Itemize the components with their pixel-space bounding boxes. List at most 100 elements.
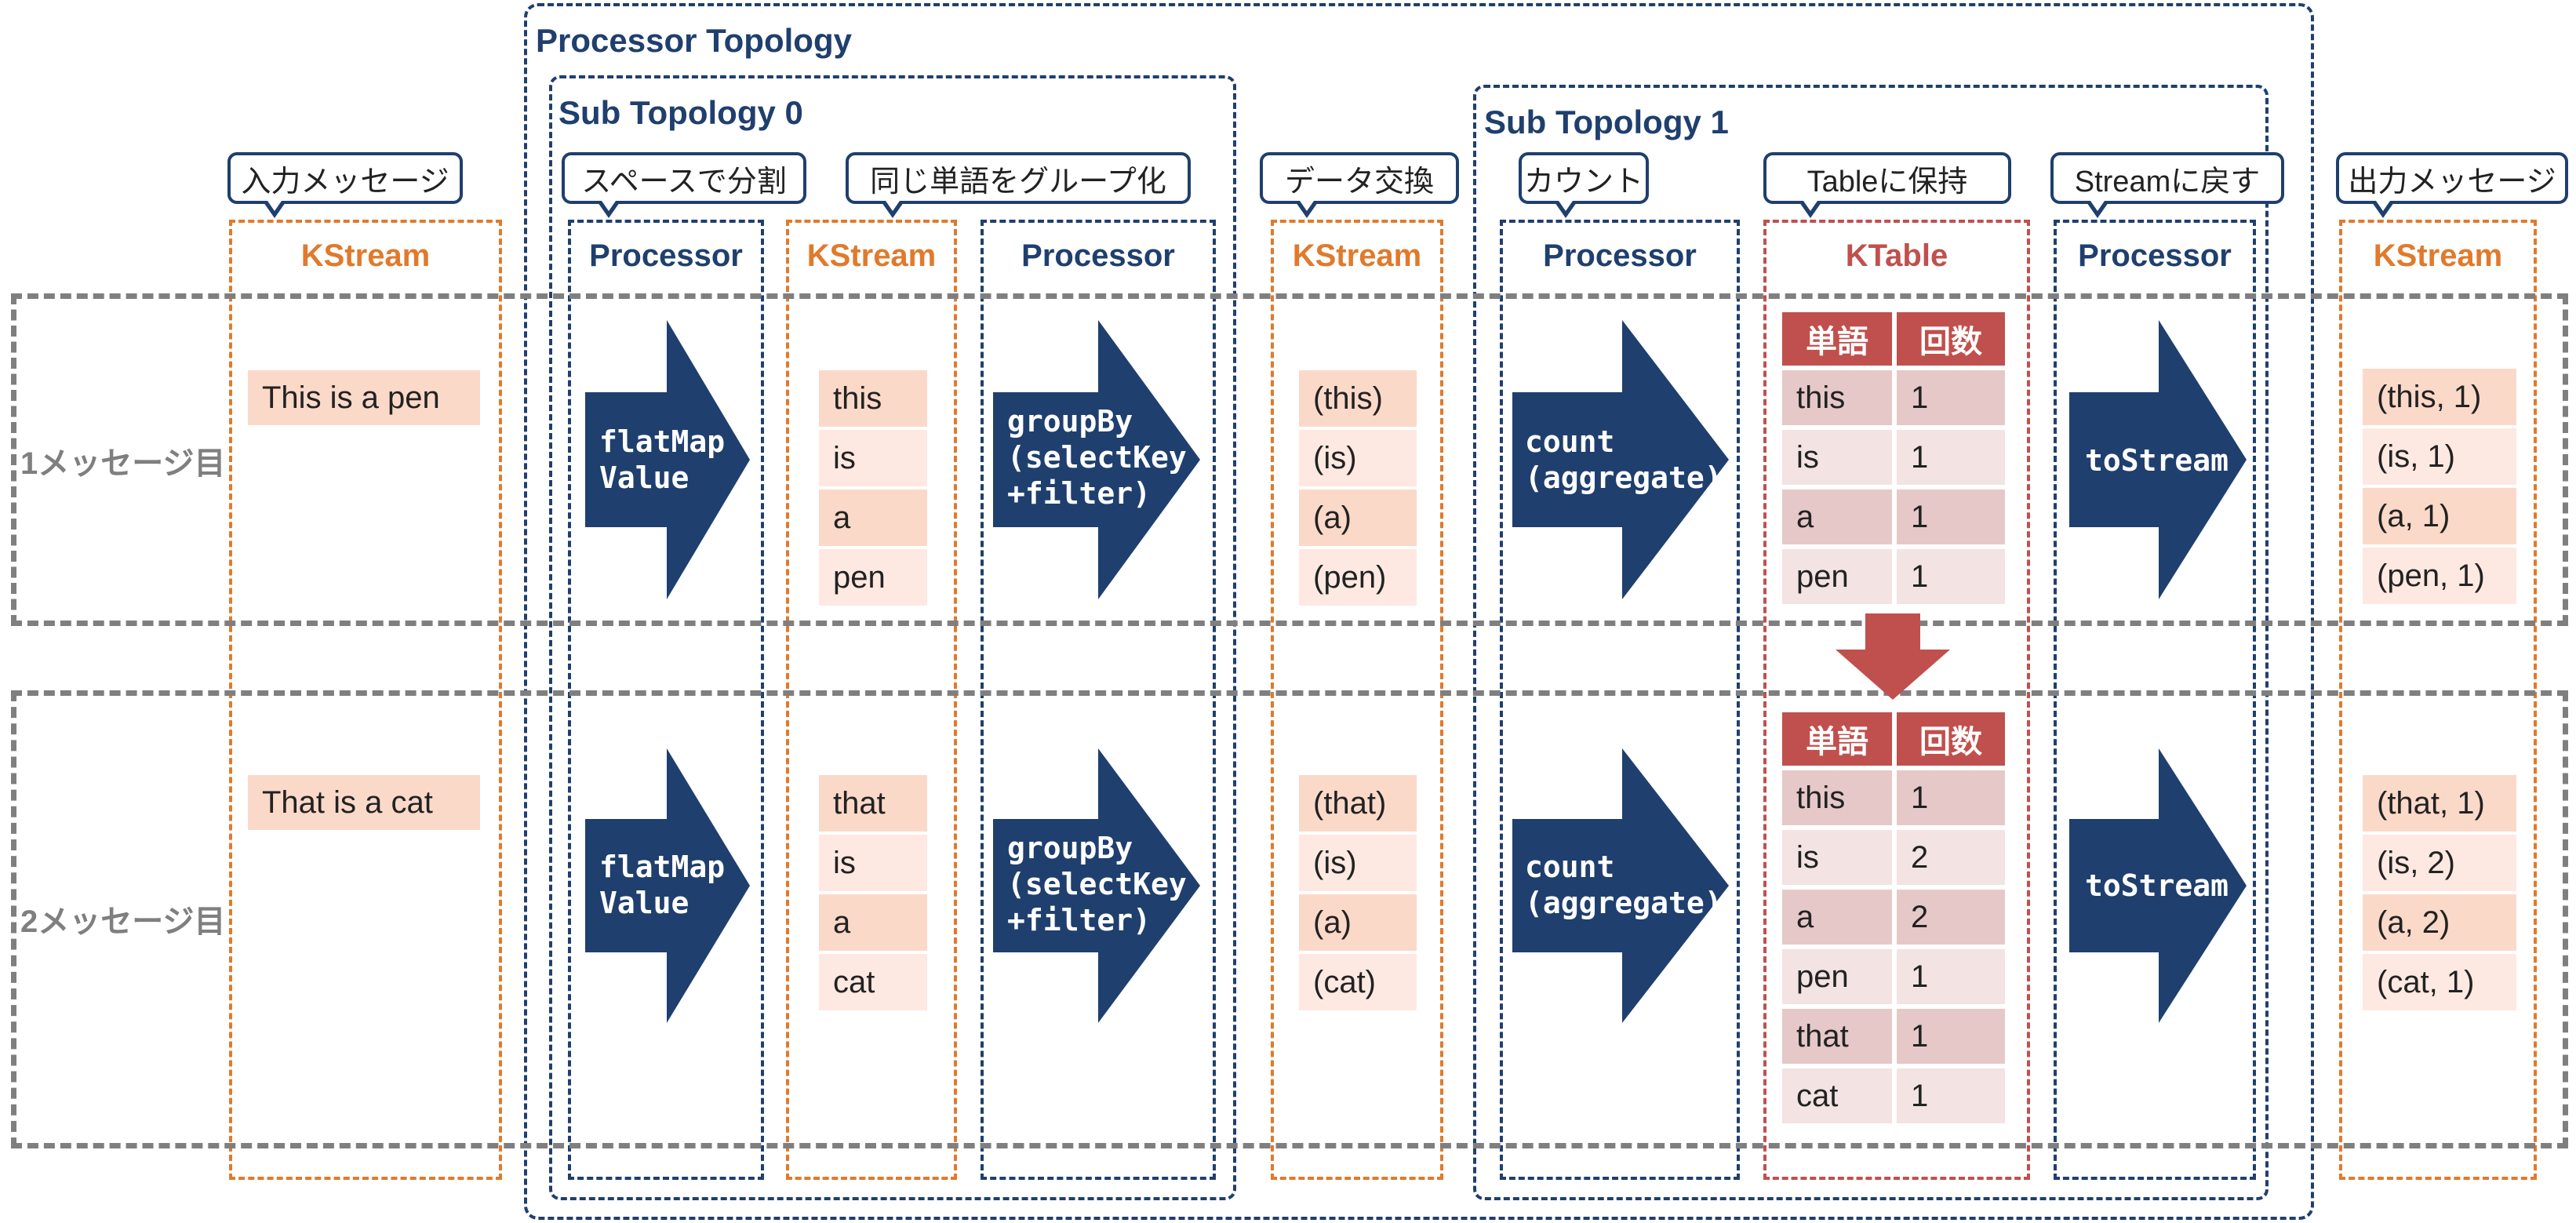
callout-count: カウント <box>1519 152 1649 218</box>
count-arrow-1 <box>1512 320 1729 599</box>
ktable-2-header-count: 回数 <box>1897 712 2005 766</box>
header-processor-flatmap: Processor <box>589 238 743 273</box>
count-label-2: count (aggregate) <box>1525 850 1723 920</box>
processor-topology-box <box>524 3 2314 1220</box>
tostream-arrow-2 <box>2069 748 2247 1023</box>
tostream-label-2: toStream <box>2085 868 2229 903</box>
ktable-2-r1-word: this <box>1782 770 1892 825</box>
output-2-1: (that, 1) <box>2363 775 2516 832</box>
message-1-label: 1メッセージ目 <box>20 446 226 481</box>
ktable-1-r3-word: a <box>1782 490 1892 544</box>
word-1-4: pen <box>819 549 927 606</box>
message-2-label: 2メッセージ目 <box>20 905 226 939</box>
callout-split-by-space: スペースで分割 <box>562 152 806 218</box>
ktable-column <box>1763 220 2030 1180</box>
groupby-arrow-1 <box>993 320 1200 599</box>
tostream-arrow-1 <box>2069 320 2247 599</box>
flatmap-processor-column <box>568 220 764 1180</box>
key-1-1: (this) <box>1299 370 1417 427</box>
word-1-2: is <box>819 430 927 486</box>
ktable-2-r2-word: is <box>1782 830 1892 885</box>
callout-data-exchange: データ交換 <box>1260 152 1459 218</box>
ktable-1-header-word: 単語 <box>1782 312 1892 366</box>
flatmap-label-2: flatMap Value <box>599 850 726 920</box>
header-processor-groupby: Processor <box>1021 238 1175 273</box>
output-2-4: (cat, 1) <box>2363 954 2516 1010</box>
ktable-1-r3-count: 1 <box>1897 490 2005 544</box>
callout-input-message: 入力メッセージ <box>227 152 463 218</box>
output-1-4: (pen, 1) <box>2363 548 2516 604</box>
ktable-2-r2-count: 2 <box>1897 830 2005 885</box>
output-1-2: (is, 1) <box>2363 428 2516 485</box>
tostream-label-1: toStream <box>2085 443 2229 478</box>
count-processor-column <box>1500 220 1740 1180</box>
word-1-1: this <box>819 370 927 427</box>
word-2-2: is <box>819 835 927 891</box>
words-kstream-column <box>786 220 957 1180</box>
header-ktable: KTable <box>1845 238 1948 273</box>
count-arrow-2 <box>1512 748 1729 1023</box>
output-kstream-column <box>2339 220 2537 1180</box>
callout-back-to-stream: Streamに戻す <box>2050 152 2284 218</box>
ktable-update-arrow <box>1836 613 1950 700</box>
header-kstream-output: KStream <box>2373 238 2503 273</box>
word-2-3: a <box>819 894 927 951</box>
message-2-row <box>11 690 2568 1148</box>
callout-keep-in-table: Tableに保持 <box>1763 152 2011 218</box>
key-1-4: (pen) <box>1299 549 1417 606</box>
sub-topology-1-title: Sub Topology 1 <box>1484 104 1729 140</box>
groupby-label-1: groupBy (selectKey +filter) <box>1007 404 1187 511</box>
ktable-2-header-word: 単語 <box>1782 712 1892 766</box>
groupby-label-2: groupBy (selectKey +filter) <box>1007 831 1187 937</box>
key-2-3: (a) <box>1299 894 1417 951</box>
word-2-4: cat <box>819 954 927 1010</box>
output-2-2: (is, 2) <box>2363 835 2516 891</box>
header-processor-tostream: Processor <box>2078 238 2232 273</box>
sub-topology-0-box <box>549 75 1236 1200</box>
header-kstream-words: KStream <box>806 238 937 273</box>
flatmap-label-1: flatMap Value <box>599 424 726 495</box>
ktable-1-r4-count: 1 <box>1897 549 2005 604</box>
header-kstream-exchange: KStream <box>1292 238 1422 273</box>
count-label-1: count (aggregate) <box>1525 424 1723 495</box>
word-1-3: a <box>819 490 927 546</box>
output-1-3: (a, 1) <box>2363 488 2516 544</box>
header-processor-count: Processor <box>1543 238 1697 273</box>
ktable-2-r3-word: a <box>1782 890 1892 945</box>
ktable-2-r5-count: 1 <box>1897 1009 2005 1064</box>
ktable-1-r1-count: 1 <box>1897 370 2005 425</box>
ktable-2-r6-count: 1 <box>1897 1068 2005 1123</box>
ktable-1-r2-word: is <box>1782 430 1892 485</box>
output-2-3: (a, 2) <box>2363 894 2516 951</box>
flatmap-arrow-1 <box>585 320 750 599</box>
callout-group-words: 同じ単語をグループ化 <box>846 152 1191 218</box>
groupby-arrow-2 <box>993 748 1200 1023</box>
groupby-processor-column <box>981 220 1216 1180</box>
processor-topology-title: Processor Topology <box>536 22 852 59</box>
ktable-1-r4-word: pen <box>1782 549 1892 604</box>
ktable-2-r4-word: pen <box>1782 949 1892 1004</box>
output-1-1: (this, 1) <box>2363 369 2516 425</box>
exchange-kstream-column <box>1271 220 1443 1180</box>
ktable-2-r5-word: that <box>1782 1009 1892 1064</box>
tostream-processor-column <box>2054 220 2256 1180</box>
ktable-1-r2-count: 1 <box>1897 430 2005 485</box>
header-kstream-input: KStream <box>300 238 431 273</box>
input-message-1: This is a pen <box>248 370 480 425</box>
ktable-2-r3-count: 2 <box>1897 890 2005 945</box>
ktable-2-r1-count: 1 <box>1897 770 2005 825</box>
key-1-2: (is) <box>1299 430 1417 486</box>
message-1-row <box>11 293 2568 626</box>
ktable-1-header-count: 回数 <box>1897 312 2005 366</box>
flatmap-arrow-2 <box>585 748 750 1023</box>
key-2-4: (cat) <box>1299 954 1417 1010</box>
sub-topology-0-title: Sub Topology 0 <box>558 94 803 131</box>
word-2-1: that <box>819 775 927 832</box>
sub-topology-1-box <box>1473 85 2269 1200</box>
input-message-2: That is a cat <box>248 775 480 830</box>
callout-output-message: 出力メッセージ <box>2336 152 2568 218</box>
ktable-2-r4-count: 1 <box>1897 949 2005 1004</box>
input-kstream-column <box>229 220 502 1180</box>
key-1-3: (a) <box>1299 490 1417 546</box>
ktable-1-r1-word: this <box>1782 370 1892 425</box>
